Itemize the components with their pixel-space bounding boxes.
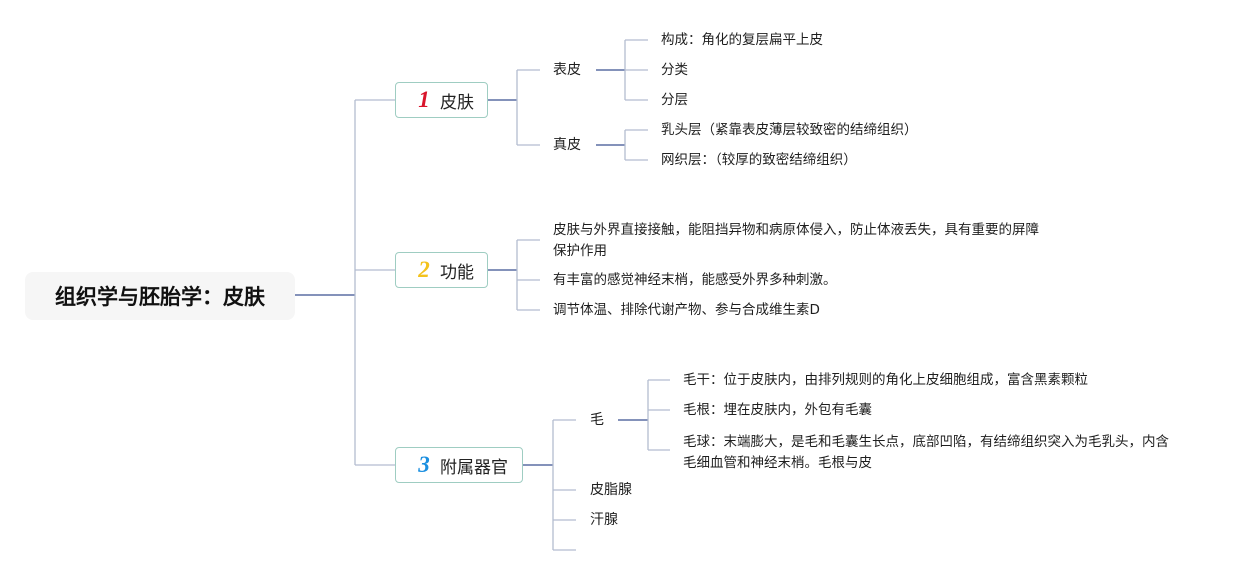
branch-appendages[interactable]: 3 附属器官	[395, 447, 523, 483]
leaf-hair-shaft[interactable]: 毛干：位于皮肤内，由排列规则的角化上皮细胞组成，富含黑素颗粒	[683, 372, 1088, 388]
branch-number-3: 3	[418, 452, 430, 477]
branch-number-2: 2	[418, 257, 430, 282]
leaf-hair-root[interactable]: 毛根：埋在皮肤内，外包有毛囊	[683, 402, 872, 418]
leaf-epidermis-composition[interactable]: 构成：角化的复层扁平上皮	[661, 32, 823, 48]
leaf-epidermis-classification[interactable]: 分类	[661, 62, 688, 78]
branch-label: 功能	[440, 262, 474, 283]
root-topic[interactable]: 组织学与胚胎学：皮肤	[25, 272, 295, 320]
topic-epidermis[interactable]: 表皮	[553, 62, 581, 78]
leaf-hair-bulb[interactable]: 毛球：末端膨大，是毛和毛囊生长点，底部凹陷，有结缔组织突入为毛乳头，内含毛细血管…	[683, 434, 1169, 471]
branch-number-1: 1	[418, 87, 430, 112]
root-title: 组织学与胚胎学：皮肤	[55, 285, 265, 309]
branch-label: 附属器官	[440, 457, 508, 478]
leaf-function-sensation[interactable]: 有丰富的感觉神经末梢，能感受外界多种刺激。	[553, 272, 837, 288]
branch-function[interactable]: 2 功能	[395, 252, 488, 288]
topic-sebaceous-gland[interactable]: 皮脂腺	[590, 482, 632, 498]
topic-sweat-gland[interactable]: 汗腺	[590, 512, 618, 528]
branch-skin[interactable]: 1 皮肤	[395, 82, 488, 118]
branch-label: 皮肤	[440, 92, 474, 113]
leaf-function-barrier[interactable]: 皮肤与外界直接接触，能阻挡异物和病原体侵入，防止体液丢失，具有重要的屏障保护作用	[553, 222, 1039, 259]
leaf-epidermis-layers[interactable]: 分层	[661, 92, 688, 108]
leaf-function-regulation[interactable]: 调节体温、排除代谢产物、参与合成维生素D	[553, 302, 820, 318]
topic-hair[interactable]: 毛	[590, 412, 604, 428]
topic-dermis[interactable]: 真皮	[553, 137, 581, 153]
leaf-reticular-layer[interactable]: 网织层：（较厚的致密结缔组织）	[661, 152, 857, 168]
leaf-papillary-layer[interactable]: 乳头层（紧靠表皮薄层较致密的结缔组织）	[661, 122, 918, 138]
